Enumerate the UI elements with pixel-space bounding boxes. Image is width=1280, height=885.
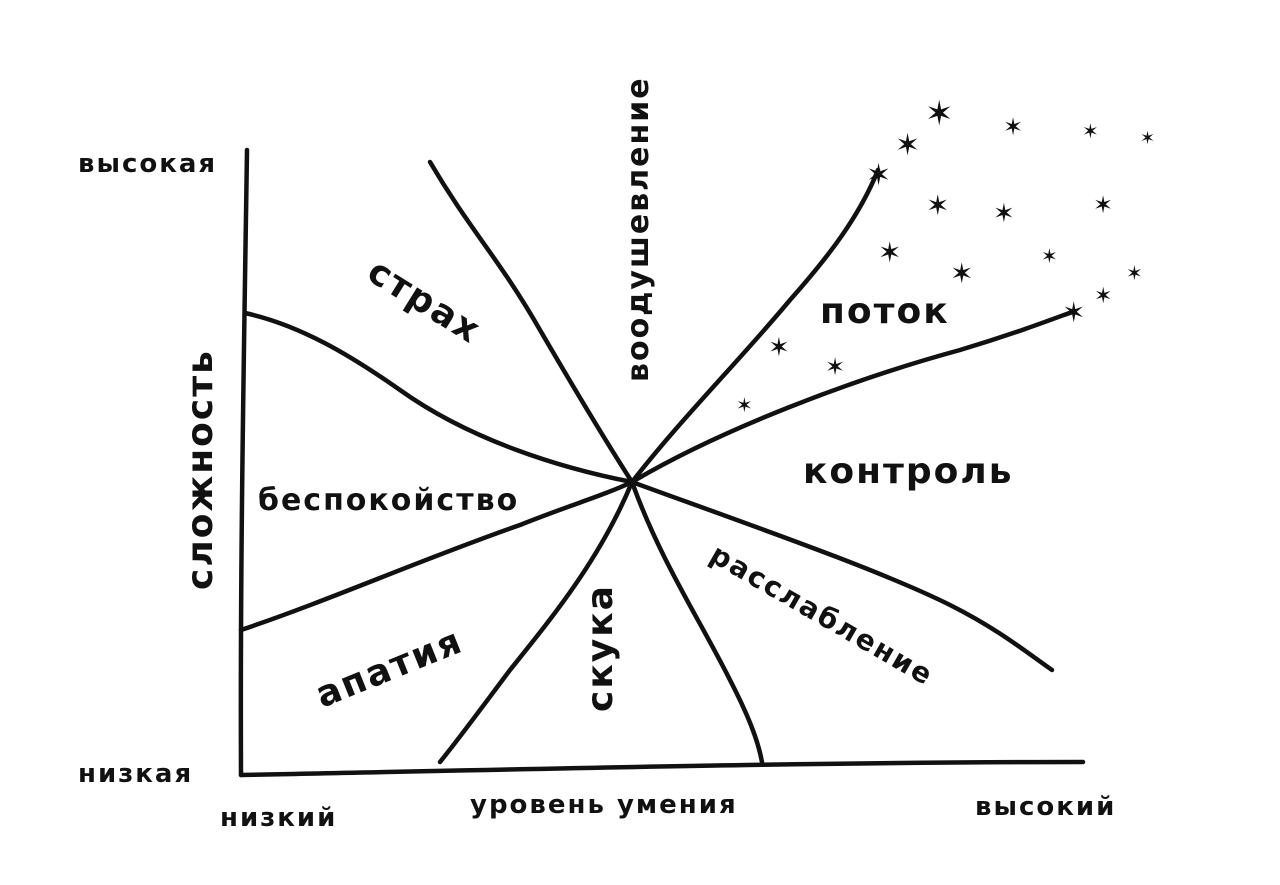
- x-axis-high-label: высокий: [975, 792, 1116, 822]
- star-icon: ✶: [1082, 119, 1099, 143]
- star-icon: ✶: [1126, 261, 1143, 285]
- flow-upper-boundary-line: [629, 167, 881, 485]
- x-axis-line: [238, 759, 1086, 778]
- zone-anxiety-label: беспокойство: [258, 483, 519, 518]
- star-icon: ✶: [736, 393, 753, 417]
- star-icon: ✶: [926, 189, 949, 222]
- y-axis-low-label: низкая: [78, 759, 193, 789]
- star-icon: ✶: [1041, 244, 1058, 268]
- x-axis-title: уровень умения: [470, 790, 738, 820]
- y-axis-high-label: высокая: [78, 149, 217, 179]
- star-icon: ✶: [993, 199, 1015, 229]
- star-icon: ✶: [1003, 113, 1023, 141]
- zone-boredom-label: скука: [580, 584, 621, 712]
- y-axis-title: сложность: [180, 349, 221, 590]
- star-icon: ✶: [925, 94, 954, 134]
- star-icon: ✶: [1093, 191, 1113, 219]
- fear-boundary-line: [427, 159, 635, 485]
- apathy-boundary-line: [238, 479, 635, 633]
- star-icon: ✶: [866, 158, 891, 193]
- star-icon: ✶: [1140, 128, 1155, 149]
- relaxation-boundary-line: [629, 479, 1055, 673]
- zone-fear-label: страх: [360, 251, 488, 352]
- star-icon: ✶: [825, 353, 845, 381]
- zone-inspiration-label: воодушевление: [621, 76, 656, 382]
- flow-lower-boundary-line: [629, 309, 1075, 485]
- star-icon: ✶: [878, 236, 901, 269]
- star-icon: ✶: [895, 128, 920, 163]
- boredom-right-boundary-line: [629, 479, 765, 765]
- star-icon: ✶: [950, 257, 973, 290]
- x-axis-low-label: низкий: [220, 803, 337, 833]
- star-icon: ✶: [768, 333, 790, 363]
- star-icon: ✶: [1062, 296, 1085, 329]
- boredom-left-boundary-line: [437, 479, 635, 765]
- zone-apathy-label: апатия: [310, 620, 469, 716]
- flow-stars: ✶ ✶ ✶ ✶ ✶ ✶ ✶ ✶ ✶ ✶ ✶ ✶ ✶ ✶ ✶ ✶ ✶ ✶: [736, 94, 1155, 417]
- anxiety-boundary-line: [242, 310, 635, 485]
- zone-flow-label: поток: [820, 291, 950, 332]
- y-axis-line: [238, 147, 250, 778]
- star-icon: ✶: [1094, 284, 1112, 309]
- zone-relaxation-label: расслабление: [705, 537, 940, 692]
- zone-control-label: контроль: [803, 451, 1014, 492]
